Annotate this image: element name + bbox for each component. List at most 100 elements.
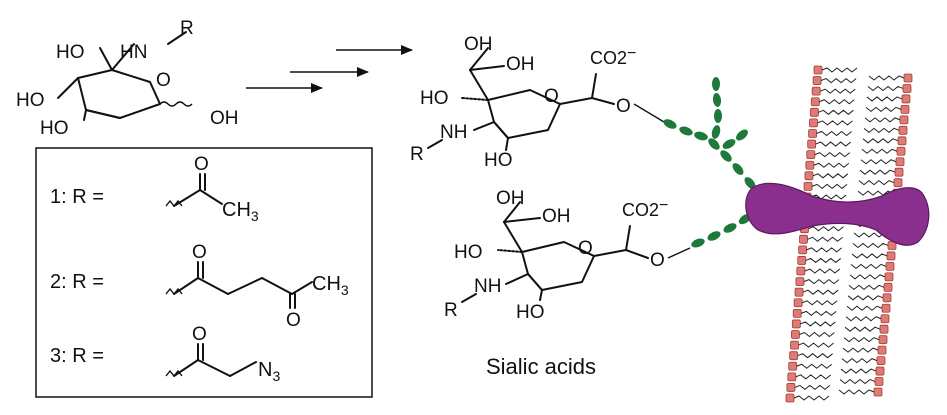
sialic-top-co2: CO2− <box>590 45 636 68</box>
sialic-acid-bottom: OH OH HO NH R HO O CO2− O <box>444 188 691 323</box>
lipid-tail <box>838 389 875 395</box>
lipid-tail <box>848 284 885 290</box>
r-group-2-bond-b <box>197 277 229 295</box>
precursor-ho-left-bond <box>57 77 79 99</box>
lipid-head <box>797 256 807 265</box>
glycan-sugar-unit <box>744 177 756 189</box>
lipid-head <box>875 366 885 376</box>
lipid-tail <box>849 274 886 280</box>
sialic-top-nh-bond <box>473 121 495 131</box>
r-group-3-bond-b <box>197 359 231 377</box>
sialic-top-ho-bottom-bond <box>505 137 509 151</box>
lipid-tail <box>852 242 889 249</box>
glycan-chains <box>663 77 756 248</box>
lipid-head <box>898 125 908 135</box>
precursor-ring-front-bond <box>85 109 121 119</box>
sialic-top-o-bond <box>591 97 615 105</box>
sialic-bottom-nh: NH <box>474 276 501 297</box>
precursor-structure: HO HN R HO HO O OH <box>16 18 239 139</box>
lipid-head <box>804 171 814 181</box>
lipid-tail <box>843 337 880 343</box>
sialic-top-c2-bond <box>559 97 593 105</box>
lipid-tail <box>800 321 836 327</box>
lipid-tail <box>820 88 856 94</box>
precursor-ho-bottom-bond <box>83 109 87 121</box>
sialic-bottom-glycerol-1 <box>503 221 523 253</box>
lipid-head <box>809 118 818 128</box>
lipid-tail <box>804 268 841 274</box>
lipid-tail <box>795 374 832 380</box>
sialic-bottom-glycerol-wedge <box>503 217 541 223</box>
lipid-head <box>877 345 887 355</box>
lipid-head <box>811 86 821 96</box>
sialic-bottom-ring-o: O <box>578 238 593 259</box>
lipid-tail <box>803 278 840 285</box>
sialic-top-ring-front <box>493 121 509 139</box>
lipid-head <box>893 178 903 188</box>
lipid-tail <box>797 353 833 359</box>
lipid-tail <box>863 127 900 133</box>
sialic-bottom-r-bond <box>461 293 477 303</box>
lipid-head <box>882 293 892 303</box>
sialic-top-glycerol-2 <box>469 47 489 71</box>
lipid-tail <box>861 148 898 154</box>
sialic-bottom-c2-bond <box>593 249 627 257</box>
lipid-tail <box>815 141 851 147</box>
r-group-2-bond-d <box>261 277 293 295</box>
glycan-sugar-unit <box>694 131 708 141</box>
lipid-head <box>879 324 889 334</box>
lipid-tail <box>842 347 879 353</box>
sialic-top-ho-hash <box>461 97 489 101</box>
glycan-sugar-unit <box>712 77 720 91</box>
sialic-top-nh: NH <box>440 122 467 143</box>
r-group-2: 2: R = O O CH3 <box>50 242 349 331</box>
lipid-head <box>796 266 806 276</box>
glycan-sugar-unit <box>691 238 705 248</box>
lipid-tail <box>793 395 830 401</box>
sialic-bottom-co2-bond <box>625 225 631 251</box>
lipid-head <box>803 181 813 191</box>
lipid-tail <box>798 342 834 348</box>
r-group-2-bond-c <box>227 277 263 295</box>
glycan-sugar-unit <box>714 109 722 123</box>
r-group-1-o-label: O <box>194 154 209 175</box>
sialic-bottom-o-bond <box>625 249 649 259</box>
lipid-tail <box>811 183 848 190</box>
lipid-tail <box>796 363 833 369</box>
precursor-oh-label: OH <box>210 108 239 129</box>
r-group-3-n3-label: N3 <box>258 359 280 384</box>
lipid-tail <box>814 152 851 158</box>
precursor-r-bond <box>167 31 187 45</box>
r-group-3-bond-a <box>173 359 199 377</box>
precursor-r-label: R <box>180 18 194 39</box>
sialic-bottom-ho-bottom: HO <box>516 302 545 323</box>
lipid-head <box>878 335 888 345</box>
lipid-tail <box>820 77 857 84</box>
lipid-tail <box>866 96 903 102</box>
sialic-bottom-ho: HO <box>454 242 483 263</box>
sialic-bottom-link-o: O <box>650 250 665 271</box>
lipid-head <box>809 107 819 117</box>
r-group-2-ch3-bond <box>291 281 313 295</box>
glycan-sugar-unit <box>712 93 722 107</box>
r-group-2-ch3-label: CH3 <box>312 273 349 298</box>
lipid-head <box>901 94 911 104</box>
precursor-ch2oh-label: HO <box>56 42 85 63</box>
lipid-tail <box>821 67 858 73</box>
lipid-tail <box>846 305 883 311</box>
lipid-tail <box>847 295 884 301</box>
lipid-head <box>813 65 823 75</box>
glycan-sugar-unit <box>711 125 721 139</box>
lipid-head <box>790 340 799 350</box>
sialic-acid-top: OH OH HO NH R HO O CO2− O <box>410 34 665 171</box>
sialic-top-r-bond <box>427 139 443 149</box>
glycan-sugar-unit <box>720 150 732 162</box>
lipid-tail <box>806 247 842 253</box>
sialic-top-link-bond <box>633 103 665 123</box>
lipid-head <box>874 377 884 386</box>
lipid-tail <box>865 106 902 113</box>
lipid-head <box>899 115 909 125</box>
sialic-top-link-o: O <box>616 96 631 117</box>
lipid-head <box>881 303 891 313</box>
